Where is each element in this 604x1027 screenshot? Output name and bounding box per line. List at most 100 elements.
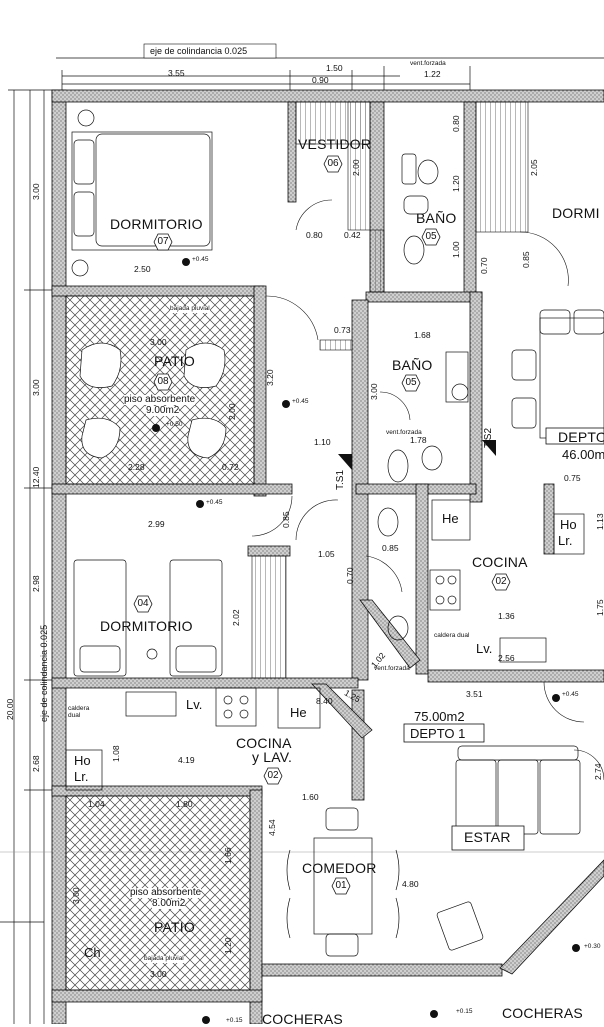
dim-454: 4.54 xyxy=(267,819,277,836)
room-number-dormitorio-top: 07 xyxy=(157,236,169,247)
dim-120: 1.20 xyxy=(451,175,461,192)
dim-072: 0.72 xyxy=(222,462,239,472)
dim-250: 2.50 xyxy=(134,264,151,274)
dim-200-vest: 2.00 xyxy=(351,159,361,176)
room-dormitorio-right: DORMI xyxy=(552,205,600,221)
closet-lines-4 xyxy=(251,555,287,679)
dim-left-298: 2.98 xyxy=(31,575,41,592)
room-number-dormitorio-mid: 04 xyxy=(137,598,149,609)
dim-085-c: 0.85 xyxy=(382,543,399,553)
dim-300-pat2: 3.00 xyxy=(71,887,81,904)
dim-042: 0.42 xyxy=(344,230,361,240)
dim-320: 3.20 xyxy=(265,369,275,386)
fixture-ho-left-2: Lr. xyxy=(74,769,89,784)
area-depto1: 75.00m2 xyxy=(414,709,465,724)
room-bano-top: BAÑO xyxy=(416,210,457,226)
estar-box xyxy=(451,825,525,851)
level-2: +0.45 xyxy=(292,398,309,405)
dim-top-122: 1.22 xyxy=(424,69,441,79)
dim-100: 1.00 xyxy=(451,241,461,258)
diagonal-wall-3 xyxy=(499,859,604,975)
beds-mid xyxy=(73,559,223,677)
dim-200-patio: 2.00 xyxy=(227,403,237,420)
dim-left-1240: 12.40 xyxy=(31,466,41,488)
section-ts1: T.S1 xyxy=(335,469,346,490)
dim-left-300a: 3.00 xyxy=(31,183,41,200)
room-number-cocina-lav: 02 xyxy=(267,770,279,781)
fixture-caldera-right: caldera dual xyxy=(434,632,470,639)
level-7: +0.15 xyxy=(456,1008,473,1015)
walls xyxy=(51,89,604,1024)
dim-085-right: 0.85 xyxy=(521,251,531,268)
room-number-vestidor: 06 xyxy=(327,158,339,169)
dim-left-300b: 3.00 xyxy=(31,379,41,396)
piso-absorbente-bot-2: 8.00m2 xyxy=(152,898,186,909)
dim-r113: 1.13 xyxy=(595,513,604,530)
dim-110: 1.10 xyxy=(314,437,331,447)
dim-300-patio: 3.00 xyxy=(150,337,167,347)
area-depto-right: 46.00m xyxy=(562,447,604,462)
room-patio-top: PATIO xyxy=(154,353,195,369)
bed-top xyxy=(71,109,213,277)
room-comedor: COMEDOR xyxy=(302,860,377,876)
vent-forzada-top: vent.forzada xyxy=(410,60,446,67)
fixture-caldera-left: caldera dual xyxy=(68,705,90,719)
dim-070-c: 0.70 xyxy=(345,567,355,584)
room-vestidor: VESTIDOR xyxy=(298,136,372,152)
closet-lines-5 xyxy=(369,229,385,293)
dim-299: 2.99 xyxy=(148,519,165,529)
bajada-pluvial-bot: bajada pluvial xyxy=(144,955,184,963)
fixture-ho-left-1: Ho xyxy=(74,753,91,768)
level-markers xyxy=(152,258,580,1024)
dim-300-pat2b: 3.00 xyxy=(150,969,167,979)
dim-419: 4.19 xyxy=(178,755,195,765)
dim-178: 1.78 xyxy=(410,435,427,445)
diagonal-wall-2 xyxy=(311,683,373,739)
fixture-ho-right-1: Ho xyxy=(560,517,577,532)
room-dormitorio-mid: DORMITORIO xyxy=(100,618,193,634)
room-cocina-lav-1: COCINA xyxy=(236,735,292,751)
fixture-he-upper: He xyxy=(442,511,459,526)
dim-228: 2.28 xyxy=(128,462,145,472)
level-1: +0.45 xyxy=(192,256,209,263)
dim-205: 2.05 xyxy=(529,159,539,176)
eje-colindancia-top: eje de colindancia 0.025 xyxy=(150,46,248,56)
room-depto-right: DEPTO xyxy=(558,429,604,445)
piso-absorbente-bot-1: piso absorbente xyxy=(130,887,202,898)
fixture-lv-right: Lv. xyxy=(476,641,493,656)
dim-080-vest: 0.80 xyxy=(306,230,323,240)
dim-300-bano: 3.00 xyxy=(369,383,379,400)
dim-top-150: 1.50 xyxy=(326,63,343,73)
dim-104: 1.04 xyxy=(88,799,105,809)
room-number-cocina-right: 02 xyxy=(495,576,507,587)
dim-180: 1.80 xyxy=(176,799,193,809)
room-bano-mid: BAÑO xyxy=(392,357,433,373)
dim-274: 2.74 xyxy=(593,763,603,780)
ts1-marker xyxy=(338,454,352,470)
dim-108: 1.08 xyxy=(111,745,121,762)
dim-120-pat2: 1.20 xyxy=(223,937,233,954)
vent-forzada-bottom: vent.forzada xyxy=(374,665,410,672)
dim-105: 1.05 xyxy=(318,549,335,559)
dim-070-bano: 0.70 xyxy=(479,257,489,274)
closet-lines-2 xyxy=(347,101,371,231)
eje-colindancia-left: eje de colindancia 0.025 xyxy=(39,624,49,722)
room-number-bano-top: 05 xyxy=(425,231,437,242)
dim-left-2000: 20.00 xyxy=(5,698,15,720)
fixture-lv-mid: Lv. xyxy=(186,697,203,712)
vent-forzada-mid: vent.forzada xyxy=(386,429,422,436)
depto1-box xyxy=(403,723,485,743)
dim-top-090: 0.90 xyxy=(312,75,329,85)
fixture-ch: Ch xyxy=(84,945,101,960)
label-depto1: DEPTO 1 xyxy=(410,726,466,741)
level-6: +0.15 xyxy=(226,1017,243,1024)
level-4: +0.45 xyxy=(562,691,579,698)
closet-lines-3 xyxy=(475,101,529,233)
kitchen-fixtures xyxy=(65,499,585,791)
dim-160: 1.60 xyxy=(302,792,319,802)
dim-075: 0.75 xyxy=(564,473,581,483)
room-cocheras-left: COCHERAS xyxy=(262,1011,343,1027)
room-number-patio-top: 08 xyxy=(157,376,169,387)
dim-168: 1.68 xyxy=(414,330,431,340)
room-estar: ESTAR xyxy=(464,829,511,845)
